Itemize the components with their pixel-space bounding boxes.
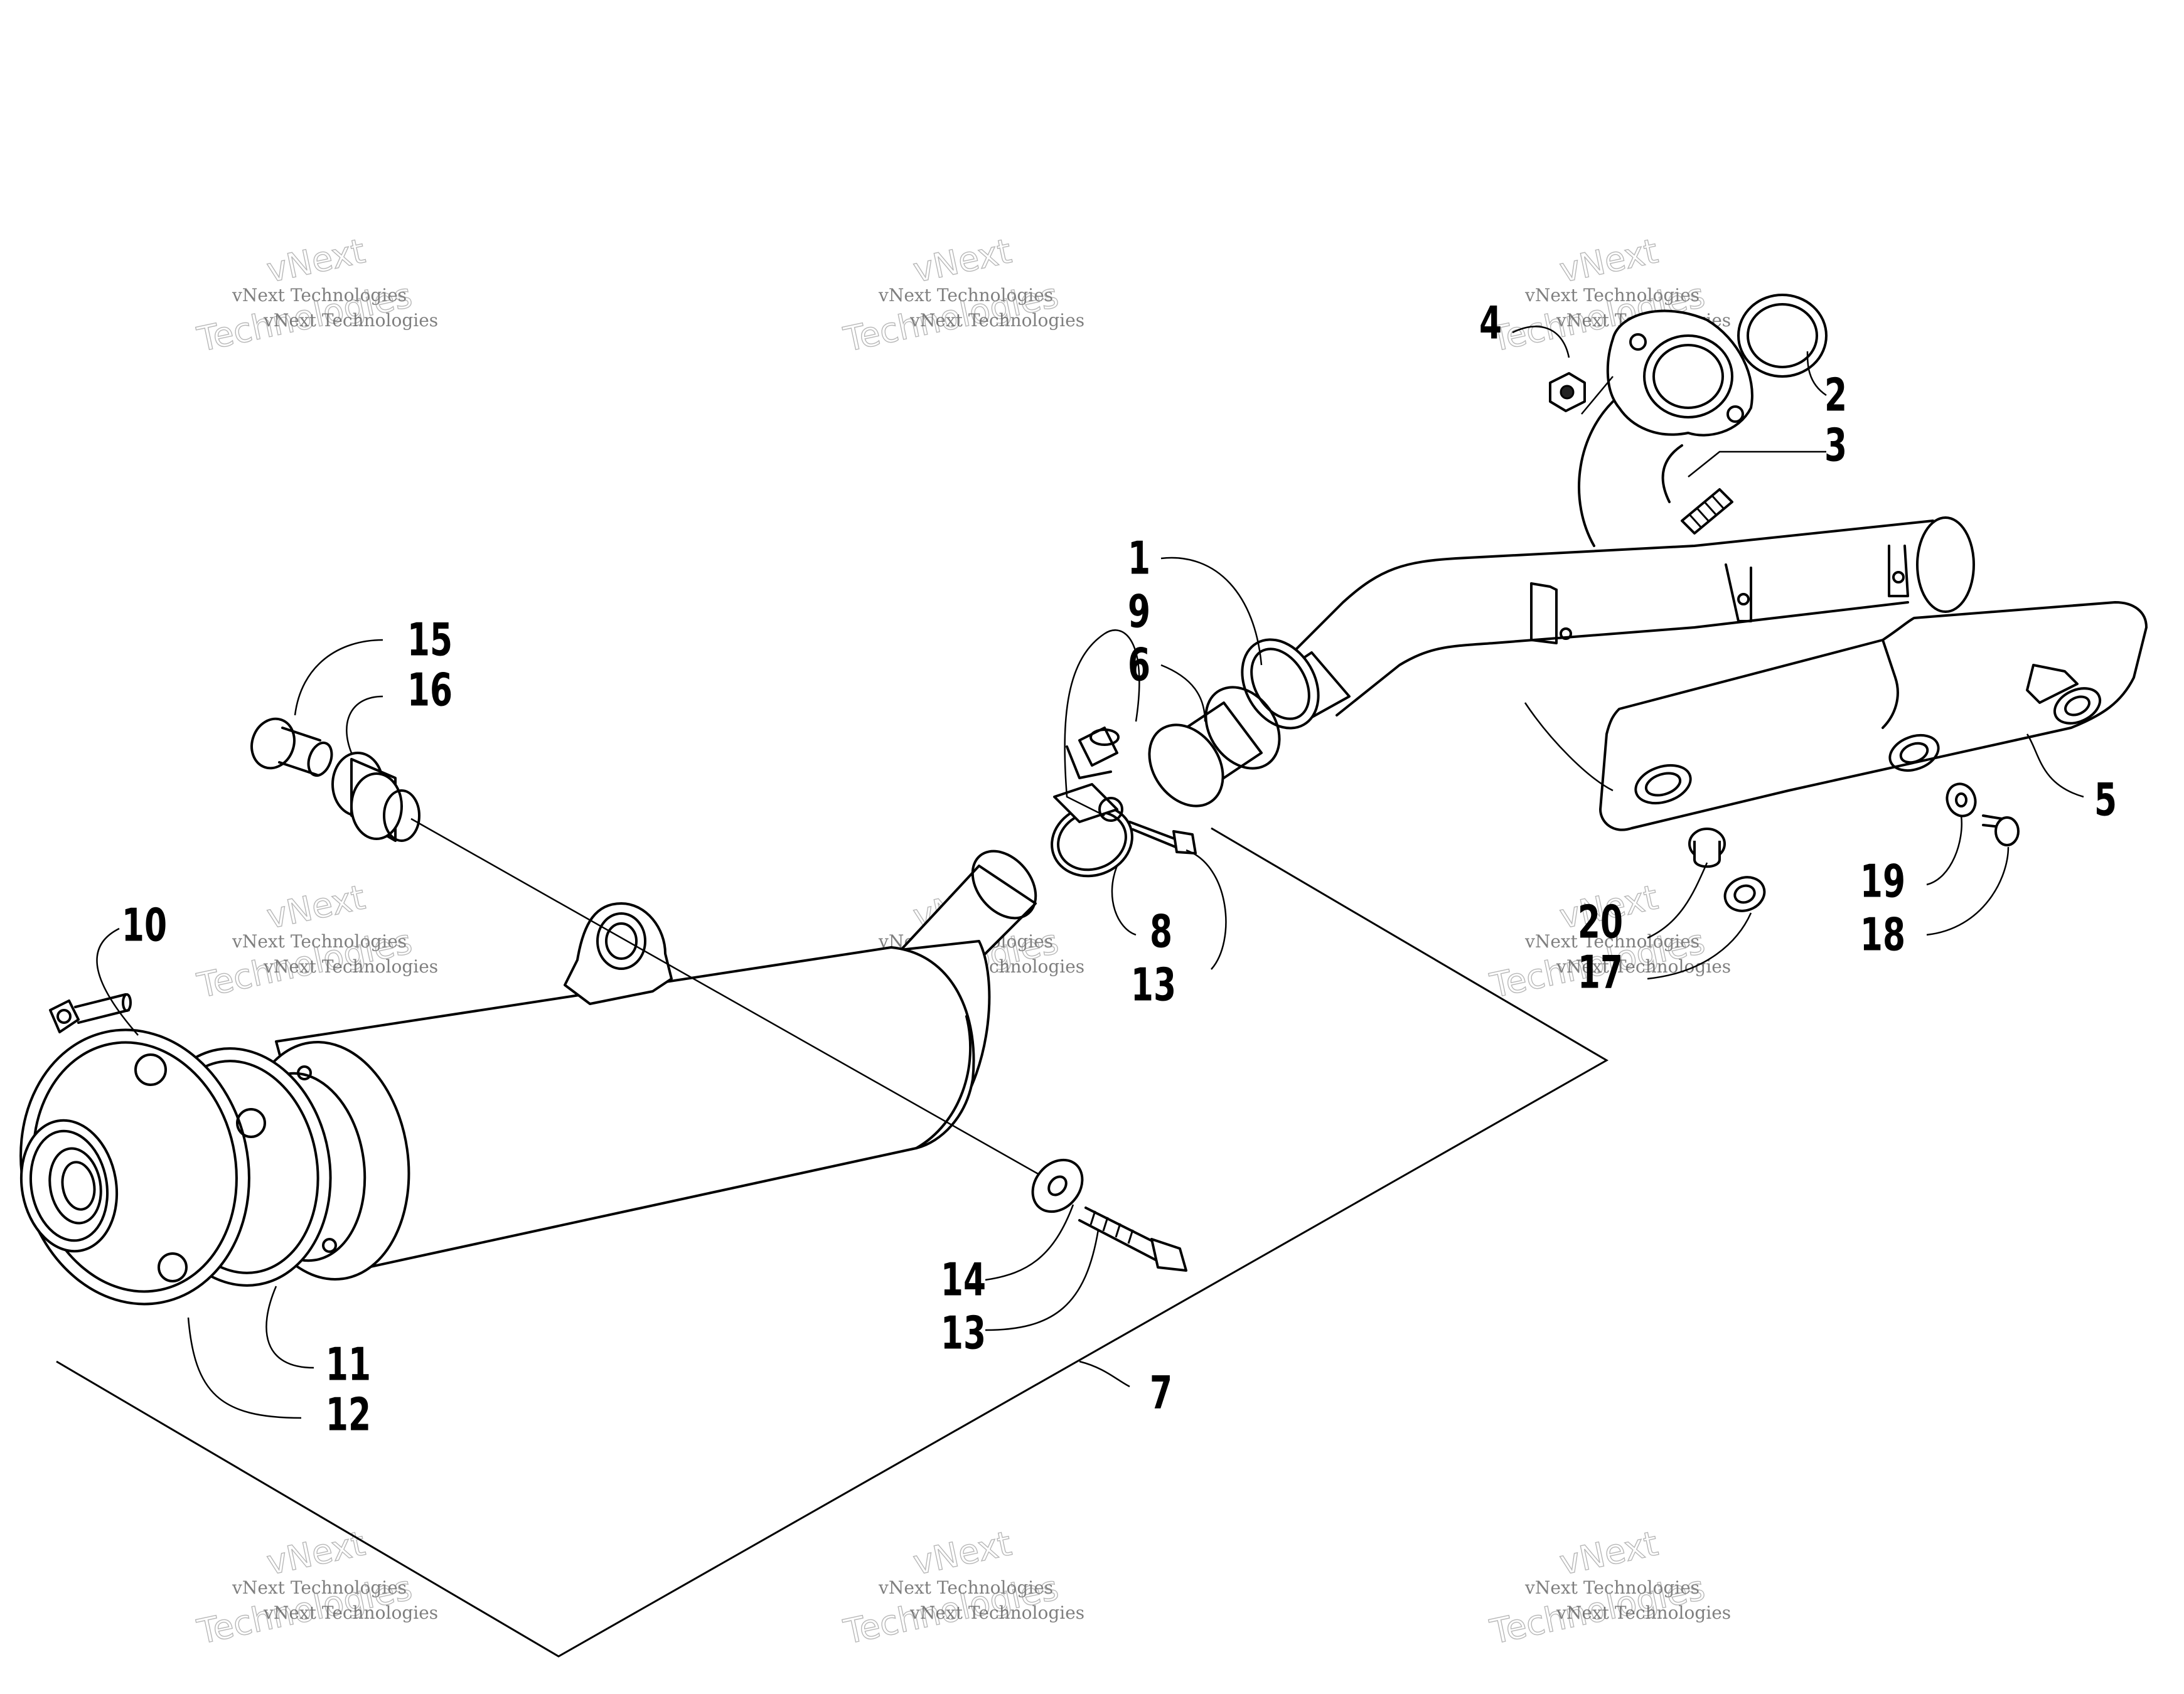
watermark-tile: vNext vNext Technologies Technologies vN…: [840, 231, 1084, 360]
shield-grommet-20: [1688, 828, 1726, 868]
watermark-tile: vNext vNext Technologies Technologies vN…: [1486, 1523, 1731, 1653]
callout-1: 1: [1128, 532, 1150, 585]
shield-spacer-17: [1723, 876, 1766, 912]
callout-6: 6: [1128, 639, 1150, 691]
watermark-tile: vNext vNext Technologies Technologies vN…: [193, 877, 438, 1006]
clamp-bolt: [1128, 821, 1197, 855]
mount-bolt-15: [250, 717, 333, 777]
svg-text:vNext Technologies: vNext Technologies: [1524, 1577, 1700, 1598]
mount-axis-line: [410, 818, 1049, 1181]
heat-shield: [1599, 601, 2148, 831]
callout-18: 18: [1860, 908, 1905, 961]
shield-screw-18: [1982, 814, 2020, 846]
svg-text:vNext: vNext: [910, 1523, 1015, 1582]
watermark-tile: vNext vNext Technologies Technologies vN…: [193, 231, 438, 360]
svg-text:vNext Technologies: vNext Technologies: [1556, 1602, 1731, 1623]
mount-bolt-13: [1078, 1207, 1187, 1272]
callout-5: 5: [2094, 774, 2117, 826]
grommet-16: [331, 752, 420, 842]
callout-4: 4: [1479, 297, 1502, 349]
svg-text:vNext Technologies: vNext Technologies: [263, 310, 438, 331]
watermark-tile: vNext vNext Technologies Technologies vN…: [840, 1523, 1084, 1653]
exhaust-gasket: [1737, 294, 1828, 378]
svg-text:vNext Technologies: vNext Technologies: [263, 956, 438, 977]
svg-text:vNext Technologies: vNext Technologies: [232, 1577, 407, 1598]
svg-text:vNext: vNext: [264, 231, 368, 290]
pipe-clamp: [1051, 783, 1133, 878]
svg-text:vNext Technologies: vNext Technologies: [1556, 956, 1731, 977]
callout-3: 3: [1824, 419, 1847, 472]
callout-15: 15: [407, 614, 452, 666]
pipe-sleeve: [1148, 686, 1281, 807]
callout-17: 17: [1578, 946, 1623, 999]
svg-text:vNext: vNext: [264, 877, 368, 936]
callout-7: 7: [1150, 1366, 1172, 1419]
svg-text:vNext Technologies: vNext Technologies: [878, 1577, 1053, 1598]
callout-20: 20: [1578, 896, 1623, 949]
callout-9: 9: [1128, 585, 1150, 638]
leader-lines: [96, 326, 2084, 1419]
callout-8: 8: [1150, 905, 1172, 958]
callout-13a: 13: [1131, 959, 1176, 1011]
flange-nut: [1549, 372, 1586, 412]
svg-text:vNext Technologies: vNext Technologies: [909, 1602, 1084, 1623]
svg-text:vNext Technologies: vNext Technologies: [232, 931, 407, 952]
clamp-spring: [1066, 727, 1120, 779]
endcap-bolt: [49, 993, 132, 1033]
callout-16: 16: [407, 664, 452, 716]
callout-10: 10: [122, 899, 167, 952]
callout-2: 2: [1824, 369, 1847, 422]
washer-14: [1031, 1158, 1084, 1213]
assembly-7-outline: [56, 827, 1609, 1658]
svg-text:vNext: vNext: [910, 231, 1015, 290]
callout-12: 12: [326, 1388, 371, 1441]
header-pipe: [1241, 309, 1975, 730]
callout-11: 11: [326, 1338, 371, 1391]
callout-19: 19: [1860, 855, 1905, 908]
callout-14: 14: [941, 1254, 986, 1306]
svg-text:vNext: vNext: [1556, 1523, 1661, 1582]
shield-washer-19: [1946, 782, 1977, 818]
callouts: 1 9 6 4 2 3 5 8 13 10 15 16 14 13 11 12 …: [122, 297, 2117, 1441]
svg-text:vNext Technologies: vNext Technologies: [263, 1602, 438, 1623]
svg-text:vNext Technologies: vNext Technologies: [878, 285, 1053, 306]
svg-text:vNext: vNext: [1556, 231, 1661, 290]
svg-text:vNext Technologies: vNext Technologies: [1524, 285, 1700, 306]
exhaust-stud: [1681, 488, 1733, 535]
svg-text:vNext: vNext: [264, 1523, 368, 1582]
watermark-tile: vNext vNext Technologies Technologies vN…: [193, 1523, 438, 1653]
svg-text:vNext Technologies: vNext Technologies: [909, 310, 1084, 331]
svg-text:vNext Technologies: vNext Technologies: [1524, 931, 1700, 952]
callout-13b: 13: [941, 1307, 986, 1360]
muffler: [19, 850, 1037, 1306]
svg-text:vNext Technologies: vNext Technologies: [232, 285, 407, 306]
